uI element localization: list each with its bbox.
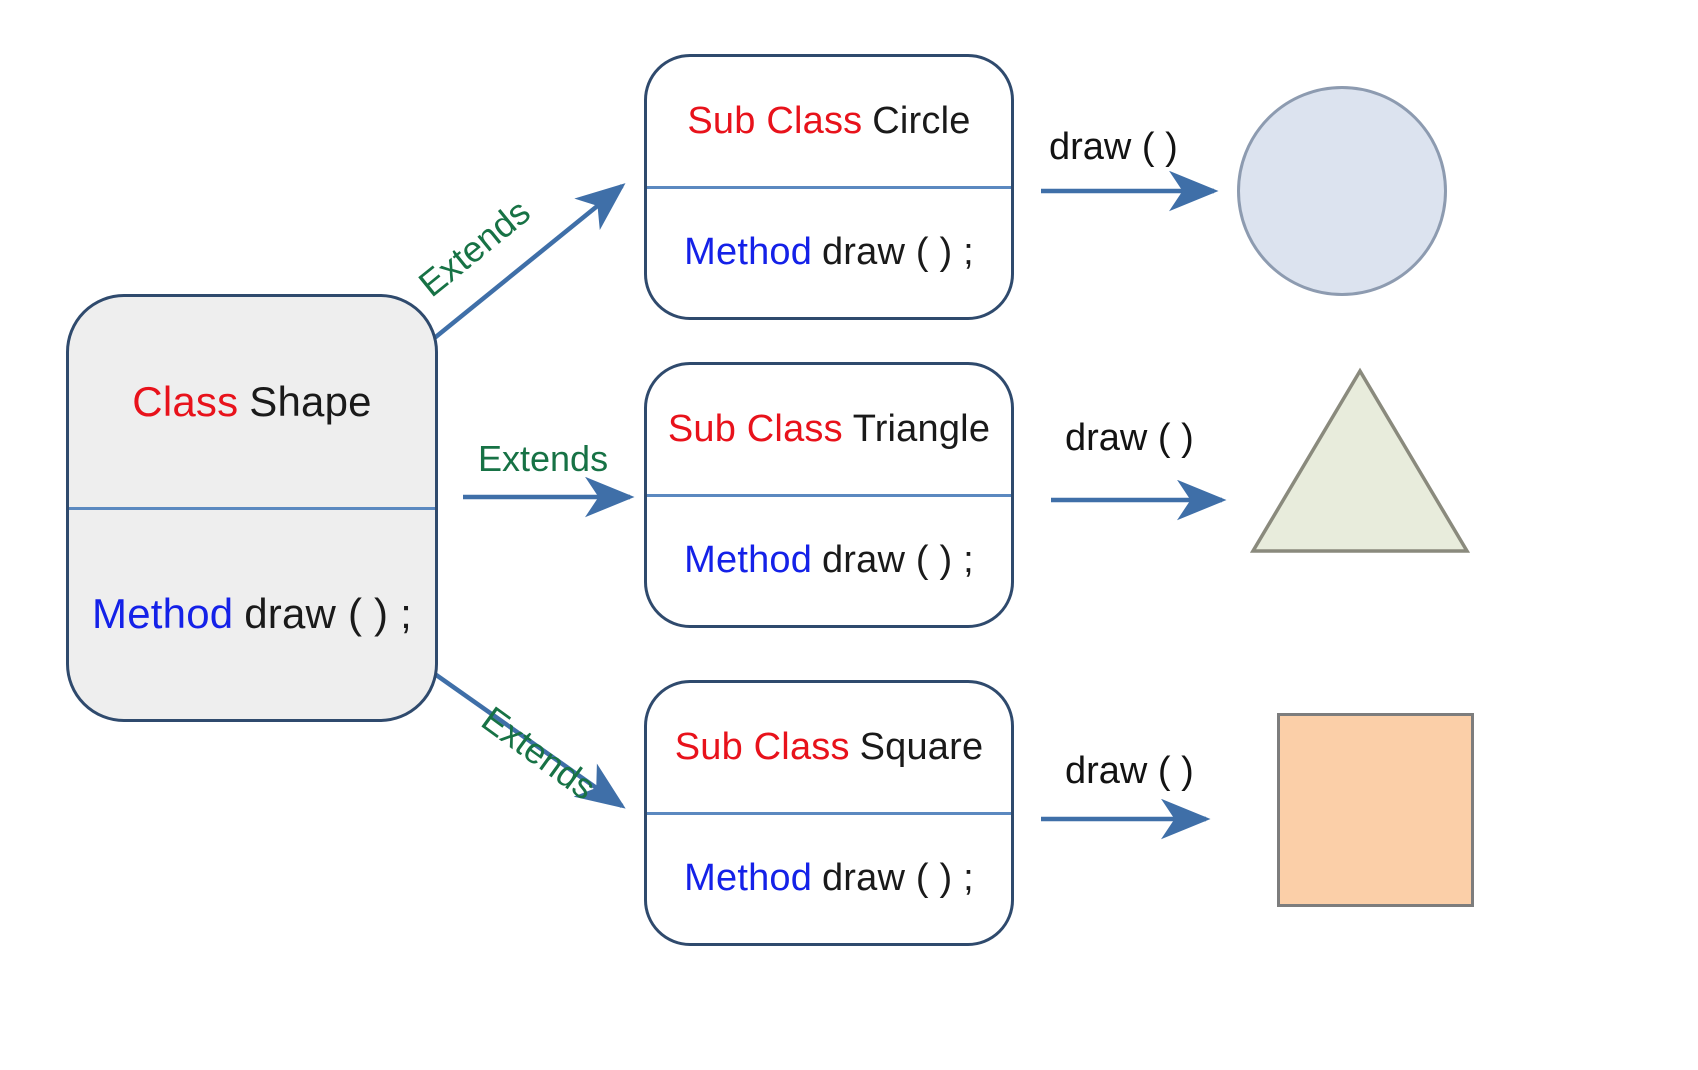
class-keyword: Class — [132, 377, 239, 425]
extends-label-circle: Extends — [410, 190, 538, 305]
sub-class-name: Square — [859, 725, 984, 768]
sub-class-name: Triangle — [852, 407, 991, 450]
method-keyword: Method — [684, 539, 813, 582]
method-keyword: Method — [684, 857, 813, 900]
extends-label-triangle: Extends — [478, 438, 609, 479]
method-keyword: Method — [92, 590, 234, 638]
sub-class-keyword: Sub Class — [674, 725, 850, 768]
draw-call-label-square: draw ( ) — [1065, 750, 1194, 792]
sub-class-keyword: Sub Class — [667, 407, 843, 450]
sub-class-keyword: Sub Class — [687, 99, 863, 142]
result-shape-triangle — [1249, 367, 1471, 553]
class-name: Shape — [249, 377, 372, 425]
extends-label-square: Extends — [474, 698, 604, 808]
method-keyword: Method — [684, 231, 813, 274]
result-shape-square — [1277, 713, 1474, 907]
sub-class-name: Circle — [872, 99, 971, 142]
result-shape-circle — [1237, 86, 1447, 296]
method-signature: draw ( ) ; — [821, 231, 974, 274]
draw-call-label-triangle: draw ( ) — [1065, 417, 1194, 459]
draw-call-label-circle: draw ( ) — [1049, 126, 1178, 168]
method-signature: draw ( ) ; — [821, 857, 974, 900]
method-signature: draw ( ) ; — [821, 539, 974, 582]
method-signature: draw ( ) ; — [244, 590, 412, 638]
